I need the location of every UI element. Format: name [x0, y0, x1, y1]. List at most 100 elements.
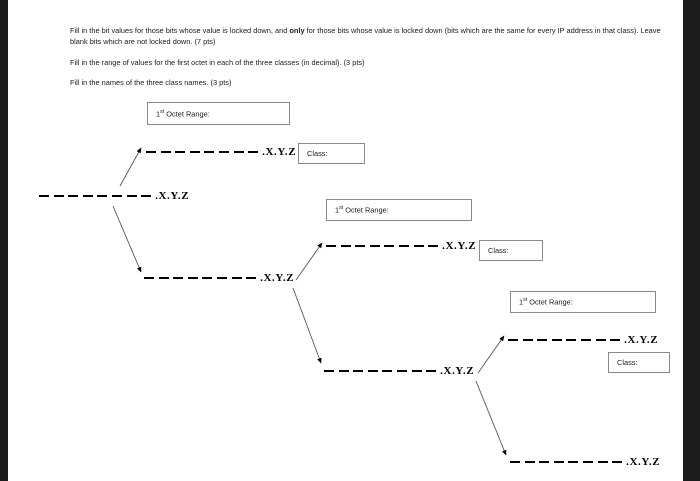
- class-label: Class:: [617, 358, 638, 367]
- bit-slot[interactable]: [158, 276, 169, 280]
- bit-slots: [146, 150, 259, 154]
- branch-2-node: .X.Y.Z: [144, 272, 294, 284]
- class-d-node: .X.Y.Z: [510, 456, 660, 468]
- class-box-2[interactable]: Class:: [479, 240, 543, 261]
- bit-slots: [144, 276, 257, 280]
- arrow-branch2-to-branch-3: [292, 287, 322, 364]
- bit-slot[interactable]: [82, 194, 93, 198]
- class-box-3[interactable]: Class:: [608, 352, 670, 373]
- bit-slot[interactable]: [524, 460, 535, 464]
- bit-slot[interactable]: [111, 194, 122, 198]
- instruction-paragraph-1: Fill in the bit values for those bits wh…: [70, 25, 665, 48]
- bit-slot[interactable]: [411, 369, 422, 373]
- class-c-node: .X.Y.Z: [508, 334, 658, 346]
- bit-slot[interactable]: [160, 150, 171, 154]
- arrow-root-to-branch-2: [112, 205, 142, 273]
- bit-slot[interactable]: [508, 338, 518, 342]
- octet-tail-label: .X.Y.Z: [440, 365, 475, 377]
- instruction-3-text: Fill in the names of the three class nam…: [70, 78, 232, 88]
- bit-slot[interactable]: [426, 369, 437, 373]
- bit-slot[interactable]: [324, 369, 334, 373]
- bit-slot[interactable]: [580, 338, 591, 342]
- bit-slot[interactable]: [144, 276, 154, 280]
- bit-slots: [39, 194, 152, 198]
- octet-tail-label: .X.Y.Z: [626, 456, 661, 468]
- bit-slot[interactable]: [53, 194, 64, 198]
- octet-range-label: 1st Octet Range:: [519, 297, 573, 307]
- bit-slot[interactable]: [612, 460, 623, 464]
- bit-slot[interactable]: [413, 244, 424, 248]
- bit-slots: [508, 338, 621, 342]
- bit-slot[interactable]: [146, 150, 156, 154]
- bit-slot[interactable]: [246, 276, 257, 280]
- octet-range-label: 1st Octet Range:: [335, 205, 389, 215]
- arrow-connector-layer: [112, 147, 507, 456]
- bit-slot[interactable]: [566, 338, 577, 342]
- class-box-1[interactable]: Class:: [298, 143, 365, 164]
- octet-range-box-1[interactable]: 1st Octet Range:: [147, 102, 290, 125]
- bit-slot[interactable]: [597, 460, 608, 464]
- bit-slot[interactable]: [428, 244, 439, 248]
- bit-slot[interactable]: [551, 338, 562, 342]
- bit-slot[interactable]: [233, 150, 244, 154]
- arrow-branch3-to-class-c: [477, 335, 505, 374]
- instruction-1-post: for those bits whose value is locked dow…: [70, 26, 661, 47]
- bit-slot[interactable]: [340, 244, 351, 248]
- octet-range-label: 1st Octet Range:: [156, 108, 210, 119]
- bit-slot[interactable]: [39, 194, 49, 198]
- bit-slot[interactable]: [510, 460, 520, 464]
- root-node: .X.Y.Z: [39, 190, 189, 202]
- arrow-root-to-class-a: [119, 147, 142, 187]
- bit-slot[interactable]: [326, 244, 336, 248]
- bit-slot[interactable]: [384, 244, 395, 248]
- bit-slot[interactable]: [355, 244, 366, 248]
- arrow-branch3-to-class-d: [475, 380, 507, 456]
- bit-slot[interactable]: [539, 460, 550, 464]
- instruction-paragraph-3: Fill in the names of the three class nam…: [70, 77, 665, 88]
- bit-slot[interactable]: [202, 276, 213, 280]
- bit-slot[interactable]: [248, 150, 259, 154]
- bit-slot[interactable]: [398, 244, 409, 248]
- bit-slot[interactable]: [353, 369, 364, 373]
- bit-slot[interactable]: [522, 338, 533, 342]
- octet-tail-label: .X.Y.Z: [624, 334, 659, 346]
- bit-slot[interactable]: [610, 338, 621, 342]
- ip-class-tree-diagram: .X.Y.Z.X.Y.Z.X.Y.Z.X.Y.Z.X.Y.Z.X.Y.Z.X.Y…: [8, 0, 683, 481]
- instruction-2-text: Fill in the range of values for the firs…: [70, 57, 365, 67]
- bit-slots: [326, 244, 439, 248]
- instructions-block: Fill in the bit values for those bits wh…: [70, 25, 665, 98]
- bit-slot[interactable]: [537, 338, 548, 342]
- bit-slot[interactable]: [141, 194, 152, 198]
- instruction-1-emphasis: only: [289, 26, 305, 35]
- bit-slot[interactable]: [338, 369, 349, 373]
- bit-slot[interactable]: [189, 150, 200, 154]
- bit-slot[interactable]: [568, 460, 579, 464]
- octet-tail-label: .X.Y.Z: [155, 190, 190, 202]
- bit-slot[interactable]: [218, 150, 229, 154]
- bit-slot[interactable]: [582, 460, 593, 464]
- instruction-1-pre: Fill in the bit values for those bits wh…: [70, 26, 290, 35]
- bit-slot[interactable]: [126, 194, 137, 198]
- bit-slot[interactable]: [68, 194, 79, 198]
- bit-slot[interactable]: [369, 244, 380, 248]
- bit-slot[interactable]: [97, 194, 108, 198]
- bit-slot[interactable]: [382, 369, 393, 373]
- bit-slot[interactable]: [396, 369, 407, 373]
- bit-slot[interactable]: [553, 460, 564, 464]
- bit-slots: [324, 369, 437, 373]
- bit-slot[interactable]: [173, 276, 184, 280]
- bit-slot[interactable]: [187, 276, 198, 280]
- octet-range-box-2[interactable]: 1st Octet Range:: [326, 199, 472, 221]
- bit-slot[interactable]: [175, 150, 186, 154]
- bit-slot[interactable]: [231, 276, 242, 280]
- bit-slot[interactable]: [367, 369, 378, 373]
- bit-slots: [510, 460, 623, 464]
- octet-range-box-3[interactable]: 1st Octet Range:: [510, 291, 656, 313]
- bit-slot[interactable]: [595, 338, 606, 342]
- class-a-node: .X.Y.Z: [146, 146, 296, 158]
- octet-tail-label: .X.Y.Z: [262, 146, 297, 158]
- class-label: Class:: [488, 246, 509, 255]
- bit-slot[interactable]: [216, 276, 227, 280]
- scan-edge-band-left: [0, 0, 8, 481]
- bit-slot[interactable]: [204, 150, 215, 154]
